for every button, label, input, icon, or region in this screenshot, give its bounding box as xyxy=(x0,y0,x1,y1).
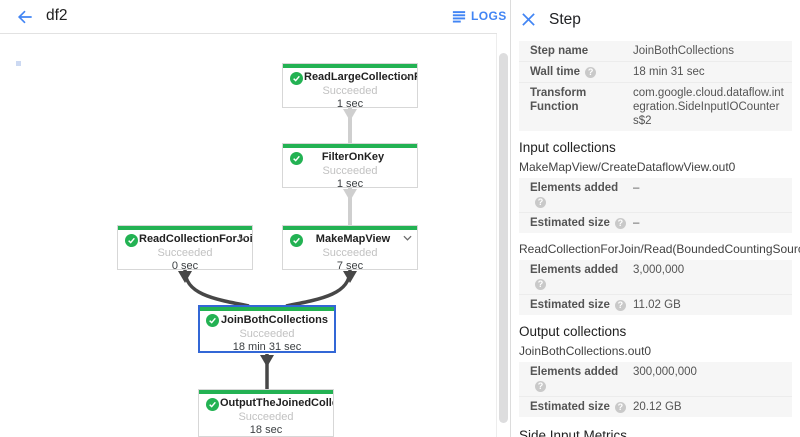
canvas-artifact-dot xyxy=(16,61,21,66)
metric-value: 3,000,000 xyxy=(633,264,685,276)
property-value: 18 min 31 sec xyxy=(633,66,705,78)
help-icon[interactable]: ? xyxy=(535,279,546,290)
help-icon[interactable]: ? xyxy=(535,381,546,392)
help-icon[interactable]: ? xyxy=(614,402,626,413)
panel-header: Step xyxy=(511,0,800,41)
graph-node-read-collection-for-join[interactable]: ReadCollectionForJoin Succeeded 0 sec xyxy=(117,225,253,270)
scrollbar-thumb[interactable] xyxy=(499,53,508,423)
help-icon[interactable]: ? xyxy=(535,197,546,208)
property-value: JoinBothCollections xyxy=(633,45,735,57)
node-status: Succeeded xyxy=(239,328,295,340)
node-status-bar xyxy=(199,390,333,394)
top-bar: df2 LOGS xyxy=(0,0,506,33)
input-collections-heading: Input collections xyxy=(519,140,616,155)
node-time: 0 sec xyxy=(171,260,199,270)
metric-label: Estimated size? xyxy=(530,400,633,414)
metric-value: 300,000,000 xyxy=(633,366,697,378)
success-check-icon xyxy=(290,72,303,85)
help-icon[interactable]: ? xyxy=(585,67,597,78)
node-title: MakeMapView xyxy=(315,233,391,245)
success-check-icon xyxy=(206,314,219,327)
graph-node-filter-on-key[interactable]: FilterOnKey Succeeded 1 sec xyxy=(282,143,418,188)
node-status-bar xyxy=(283,64,417,68)
back-arrow-icon[interactable] xyxy=(15,7,35,27)
node-title: ReadLargeCollectionFr... xyxy=(304,71,417,83)
node-status: Succeeded xyxy=(322,165,378,177)
collection-metrics-table: Elements added? 300,000,000 Estimated si… xyxy=(519,362,792,417)
metric-label: Elements added? xyxy=(530,182,619,208)
metric-row: Elements added? 3,000,000 xyxy=(519,260,792,295)
property-label: Wall time? xyxy=(530,65,633,79)
side-input-metrics-heading: Side Input Metrics xyxy=(519,428,628,437)
graph-node-output-the-joined-collection[interactable]: OutputTheJoinedCollec... Succeeded 18 se… xyxy=(198,389,334,437)
chevron-down-icon[interactable] xyxy=(403,73,412,79)
panel-title: Step xyxy=(549,11,581,28)
node-status-bar xyxy=(283,226,417,230)
collection-metrics-table: Elements added? 3,000,000 Estimated size… xyxy=(519,260,792,315)
logs-button[interactable]: LOGS xyxy=(452,9,507,23)
node-title: FilterOnKey xyxy=(321,151,385,163)
metric-label: Estimated size? xyxy=(530,298,633,312)
metric-value: 11.02 GB xyxy=(633,299,681,311)
collection-name: MakeMapView/CreateDataflowView.out0 xyxy=(519,160,736,174)
metric-row: Elements added? 300,000,000 xyxy=(519,362,792,397)
help-icon[interactable]: ? xyxy=(614,218,626,229)
close-icon[interactable] xyxy=(521,12,537,28)
collection-name: ReadCollectionForJoin/Read(BoundedCounti… xyxy=(519,242,800,256)
logs-label: LOGS xyxy=(471,9,507,23)
chevron-down-icon[interactable] xyxy=(238,235,247,241)
metric-label: Estimated size? xyxy=(530,216,633,230)
node-title: OutputTheJoinedCollec... xyxy=(220,397,333,409)
graph-node-make-map-view[interactable]: MakeMapView Succeeded 7 sec xyxy=(282,225,418,270)
output-collections-heading: Output collections xyxy=(519,324,627,339)
node-title: ReadCollectionForJoin xyxy=(139,233,252,245)
metric-value: 20.12 GB xyxy=(633,401,682,413)
property-label: Transform Function xyxy=(530,87,587,113)
metric-label: Elements added? xyxy=(530,366,619,392)
node-status-bar xyxy=(283,144,417,148)
metric-row: Estimated size? 11.02 GB xyxy=(519,295,792,315)
node-status-bar xyxy=(200,307,334,311)
success-check-icon xyxy=(290,234,303,247)
node-status: Succeeded xyxy=(322,247,378,259)
step-details-panel: Step Step name JoinBothCollections Wall … xyxy=(510,0,800,437)
metric-value: – xyxy=(633,217,640,229)
property-row: Transform Function com.google.cloud.data… xyxy=(519,83,792,131)
metric-value: – xyxy=(633,182,640,194)
collection-metrics-table: Elements added? – Estimated size? – xyxy=(519,178,792,233)
node-status: Succeeded xyxy=(322,85,378,97)
graph-node-read-large-collection[interactable]: ReadLargeCollectionFr... Succeeded 1 sec xyxy=(282,63,418,108)
chevron-down-icon[interactable] xyxy=(403,235,412,241)
property-row: Wall time? 18 min 31 sec xyxy=(519,62,792,83)
node-time: 1 sec xyxy=(336,178,364,188)
node-time: 18 sec xyxy=(249,424,283,436)
property-value: com.google.cloud.dataflow.integration.Si… xyxy=(633,87,784,127)
metric-row: Elements added? – xyxy=(519,178,792,213)
logs-list-icon xyxy=(452,10,466,23)
help-icon[interactable]: ? xyxy=(614,300,626,311)
job-title: df2 xyxy=(46,7,68,24)
metric-row: Estimated size? – xyxy=(519,213,792,233)
property-label: Step name xyxy=(530,45,589,57)
node-time: 18 min 31 sec xyxy=(232,341,302,353)
collection-name: JoinBothCollections.out0 xyxy=(519,344,652,358)
property-row: Step name JoinBothCollections xyxy=(519,41,792,62)
success-check-icon xyxy=(206,398,219,411)
success-check-icon xyxy=(125,234,138,247)
graph-node-join-both-collections[interactable]: JoinBothCollections Succeeded 18 min 31 … xyxy=(198,305,336,353)
step-properties-table: Step name JoinBothCollections Wall time?… xyxy=(519,41,792,131)
node-title: JoinBothCollections xyxy=(221,314,328,326)
panel-divider xyxy=(496,34,497,437)
node-status: Succeeded xyxy=(157,247,213,259)
node-status: Succeeded xyxy=(238,411,294,423)
metric-label: Elements added? xyxy=(530,264,619,290)
pipeline-graph-canvas[interactable]: ReadLargeCollectionFr... Succeeded 1 sec… xyxy=(0,34,496,437)
node-time: 1 sec xyxy=(336,98,364,108)
node-time: 7 sec xyxy=(336,260,364,270)
success-check-icon xyxy=(290,152,303,165)
node-status-bar xyxy=(118,226,252,230)
metric-row: Estimated size? 20.12 GB xyxy=(519,397,792,417)
topbar-divider xyxy=(0,33,497,34)
